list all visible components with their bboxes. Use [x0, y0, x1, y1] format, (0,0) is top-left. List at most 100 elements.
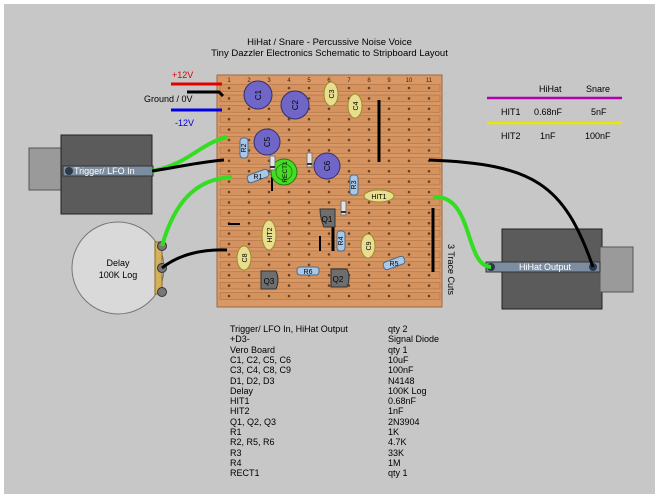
pot-label-line1: Delay — [106, 258, 130, 268]
board-hole — [427, 211, 431, 215]
board-hole — [407, 97, 411, 100]
capacitor-c2[interactable]: C2 — [280, 90, 310, 120]
diode-d3[interactable] — [340, 200, 347, 216]
capacitor-c1[interactable]: C1 — [243, 80, 273, 110]
board-hole — [387, 107, 391, 111]
board-hole — [247, 107, 251, 111]
minus12-label: -12V — [175, 118, 195, 128]
board-hole — [427, 107, 431, 111]
value-header-hihat: HiHat — [539, 84, 562, 94]
resistor-r3[interactable]: R3 — [349, 174, 359, 196]
d2-body — [306, 152, 313, 168]
board-hole — [227, 97, 231, 100]
board-hole — [247, 242, 251, 246]
board-hole — [367, 159, 371, 163]
resistor-r5[interactable]: R5 — [382, 255, 406, 271]
resistor-r1[interactable]: R1 — [246, 168, 270, 184]
board-hole — [347, 117, 351, 121]
board-hole — [247, 294, 251, 298]
board-hole — [367, 201, 371, 204]
resistor-r4[interactable]: R4 — [336, 230, 346, 252]
board-hole — [367, 169, 371, 173]
bom-item-value: 1K — [388, 427, 400, 437]
transistor-q3[interactable]: Q3 — [260, 270, 279, 290]
value-row-hit1-snare: 5nF — [591, 107, 607, 117]
board-hole — [267, 190, 271, 194]
trigger-input-jack[interactable]: Trigger/ LFO In — [28, 134, 154, 215]
capacitor-c9[interactable]: C9 — [360, 233, 376, 259]
board-hole — [387, 242, 391, 246]
board-hole — [427, 180, 431, 183]
board-hole — [227, 169, 231, 173]
r1-label: R1 — [254, 174, 263, 181]
value-row-hit2-snare: 100nF — [585, 131, 611, 141]
board-hole — [387, 149, 391, 152]
capacitor-c6[interactable]: C6 — [313, 152, 341, 180]
column-number: 7 — [347, 78, 351, 84]
board-hole — [247, 221, 251, 225]
value-row-hit2-name: HIT2 — [501, 131, 521, 141]
board-hole — [227, 232, 231, 235]
pot-lug-3 — [157, 287, 167, 297]
output-jack-label: HiHat Output — [519, 262, 572, 272]
rectifier-rect1[interactable]: RECT1 — [270, 158, 298, 186]
board-hole — [287, 138, 291, 142]
transistor-q2[interactable]: Q2 — [330, 268, 350, 288]
board-hole — [307, 253, 311, 256]
black-wire-trigger — [151, 158, 225, 173]
board-hole — [327, 190, 331, 194]
board-hole — [387, 211, 391, 215]
capacitor-c5[interactable]: C5 — [253, 128, 281, 156]
r2-label: R2 — [241, 143, 248, 152]
bom-item-name: +D3- — [230, 334, 250, 345]
resistor-r6[interactable]: R6 — [296, 266, 320, 276]
diode-d2[interactable] — [306, 152, 313, 168]
board-hole — [347, 138, 351, 142]
board-hole — [347, 242, 351, 246]
board-hole — [407, 149, 411, 152]
board-hole — [427, 97, 431, 100]
board-hole — [227, 138, 231, 142]
capacitor-c4[interactable]: C4 — [347, 93, 363, 119]
board-hole — [427, 201, 431, 204]
diode-d1[interactable] — [269, 155, 276, 171]
capacitor-c3[interactable]: C3 — [323, 81, 339, 107]
c5-label: C5 — [263, 136, 272, 147]
c9-label: C9 — [366, 241, 373, 250]
transistor-q1[interactable]: Q1 — [319, 208, 336, 228]
board-hole — [387, 253, 391, 256]
board-hole — [307, 117, 311, 121]
black-wire-output — [428, 158, 595, 268]
board-hole — [427, 190, 431, 194]
board-hole — [307, 97, 311, 100]
output-jack[interactable]: HiHat Output — [485, 228, 634, 310]
board-hole — [367, 117, 371, 121]
diagram-title: HiHat / Snare - Percussive Noise Voice — [247, 37, 412, 48]
pot-label-line2: 100K Log — [99, 270, 138, 280]
board-hole — [307, 263, 311, 267]
r3-body — [349, 174, 359, 196]
board-hole — [327, 180, 331, 183]
capacitor-hit2[interactable]: HIT2 — [261, 219, 277, 251]
capacitor-c8[interactable]: C8 — [236, 245, 252, 271]
r1-body — [246, 168, 270, 184]
bom-item-value: 1nF — [388, 406, 404, 417]
column-number: 11 — [426, 78, 433, 84]
bom-item-name: R4 — [230, 457, 242, 468]
resistor-r2[interactable]: R2 — [239, 137, 249, 159]
board-hole — [287, 253, 291, 256]
q1-body — [319, 208, 336, 228]
bom-item-value: Signal Diode — [388, 334, 440, 345]
board-hole — [227, 149, 231, 152]
board-hole — [227, 263, 231, 267]
board-hole — [427, 294, 431, 298]
delay-potentiometer[interactable]: Delay 100K Log — [71, 221, 167, 315]
c1-label: C1 — [254, 89, 263, 100]
column-number: 6 — [327, 78, 331, 84]
board-hole — [407, 273, 411, 277]
board-hole — [327, 201, 331, 204]
capacitor-hit1[interactable]: HIT1 — [363, 189, 395, 203]
